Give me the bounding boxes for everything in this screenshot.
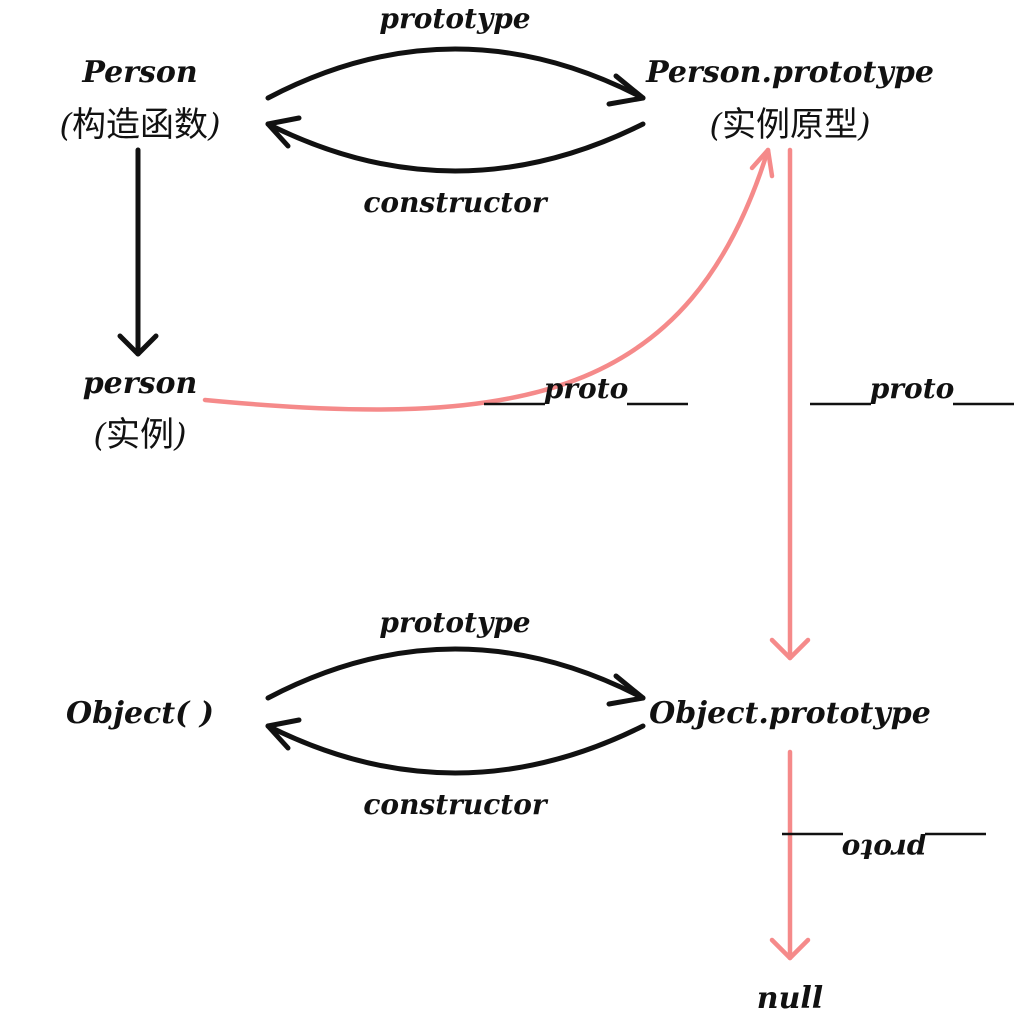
node-person-instance: person (实例) <box>83 366 198 455</box>
node-person-instance-note: 实例 <box>106 415 174 455</box>
node-person-prototype-note: 实例原型 <box>722 105 858 145</box>
edge-person-constructor-arrowhead <box>265 115 302 149</box>
edge-prototype-chain-label: proto <box>870 372 955 405</box>
edge-person-prototype-curve <box>265 46 646 101</box>
edge-object-constructor-arrowhead <box>265 717 302 751</box>
edge-object-prototype-arrowhead <box>606 673 646 707</box>
node-object-prototype: Object.prototype <box>649 696 931 731</box>
edge-instance-proto-curve <box>202 147 771 412</box>
edge-prototype-chain: proto <box>769 147 1014 661</box>
edge-person-constructor-curve <box>265 121 646 174</box>
node-person-prototype-note-line: (实例原型) <box>710 105 871 145</box>
edge-person-constructor: constructor <box>265 115 646 219</box>
edge-person-prototype: prototype <box>265 2 646 107</box>
node-person-constructor: Person (构造函数) <box>60 55 221 145</box>
edge-instance-proto: proto <box>202 147 775 412</box>
node-person-note: 构造函数 <box>72 105 208 145</box>
edge-object-constructor-curve <box>265 723 646 776</box>
edge-null-proto-label: proto <box>842 833 927 866</box>
edge-null-proto-label-group: proto <box>782 832 986 866</box>
node-person-name: Person <box>81 55 197 90</box>
edge-instance-proto-arrowhead <box>749 147 775 179</box>
edge-person-new-instance <box>117 147 159 357</box>
edge-person-constructor-label: constructor <box>363 186 549 219</box>
edge-person-prototype-arrowhead <box>606 73 646 107</box>
node-person-note-line: (构造函数) <box>60 105 221 145</box>
edge-person-prototype-label: prototype <box>379 2 530 35</box>
edge-object-constructor-label: constructor <box>363 788 549 821</box>
edge-null-proto: proto <box>769 749 986 961</box>
edge-instance-proto-label: proto <box>544 372 629 405</box>
edge-object-prototype-curve <box>265 646 646 701</box>
edge-person-new-instance-arrowhead <box>117 333 159 357</box>
edge-object-constructor: constructor <box>265 717 646 821</box>
edge-prototype-chain-arrowhead <box>769 637 811 661</box>
edge-object-prototype: prototype <box>265 606 646 707</box>
edge-object-prototype-label: prototype <box>379 606 530 639</box>
node-person-prototype-name: Person.prototype <box>645 55 934 90</box>
edge-null-proto-arrowhead <box>769 937 811 961</box>
node-object-constructor: Object( ) <box>66 696 214 731</box>
node-null: null <box>757 981 823 1016</box>
node-person-instance-note-line: (实例) <box>94 415 187 455</box>
node-person-prototype: Person.prototype (实例原型) <box>645 55 934 145</box>
node-person-instance-name: person <box>83 366 198 401</box>
